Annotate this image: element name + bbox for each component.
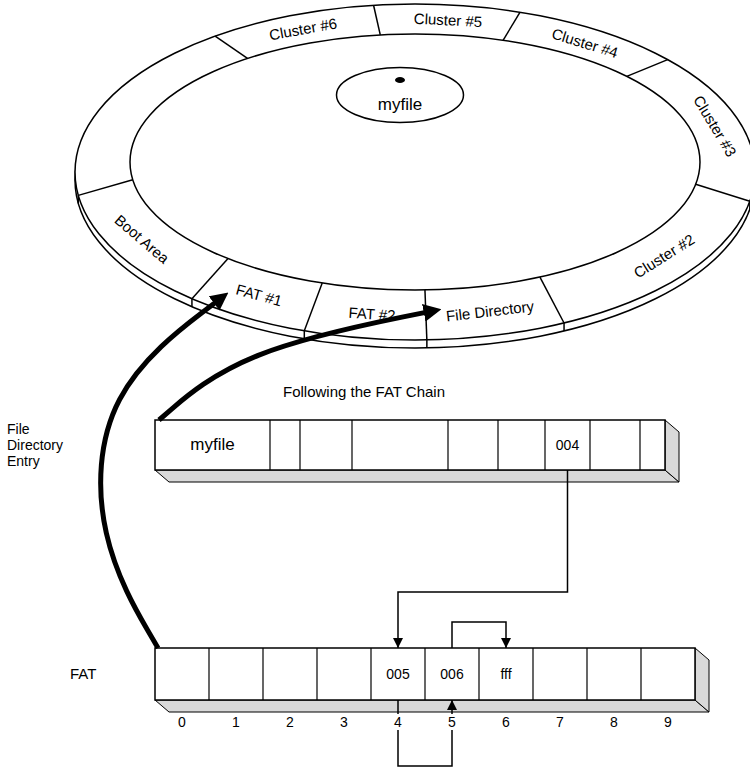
chain-arrow xyxy=(398,700,452,766)
spindle-dot xyxy=(395,77,405,83)
region-dividers xyxy=(78,5,750,348)
file-ellipse: myfile xyxy=(335,66,465,124)
cell-index: 1 xyxy=(229,714,243,730)
record-box xyxy=(155,420,665,470)
cell-divider xyxy=(262,648,263,700)
entry-field: 004 xyxy=(545,420,590,470)
node-label: myfile xyxy=(378,95,422,115)
region-divider xyxy=(304,283,322,331)
table-depth-face xyxy=(155,700,709,712)
field-divider xyxy=(639,420,640,470)
cell-index: 5 xyxy=(445,714,459,730)
disk-region: Cluster #5 xyxy=(409,7,486,32)
node-label: myfile xyxy=(190,435,234,455)
cell-index: 7 xyxy=(553,714,567,730)
cell-divider xyxy=(208,648,209,700)
table-end-face xyxy=(695,648,709,712)
field-divider xyxy=(299,420,300,470)
disk-surface xyxy=(75,4,750,340)
cell-divider xyxy=(424,648,425,700)
node-label: Boot Area xyxy=(111,211,172,267)
disk-region: FAT #2 xyxy=(343,301,399,326)
file-ellipse-outline xyxy=(335,66,465,124)
node-label: FAT #1 xyxy=(234,281,284,310)
region-divider xyxy=(192,259,228,299)
node-label: File Directory xyxy=(446,297,536,324)
node-label: 004 xyxy=(556,437,579,453)
fat-cell: 006 xyxy=(425,648,479,700)
cell-index: 4 xyxy=(391,714,405,730)
region-divider xyxy=(426,340,428,348)
entry-field: myfile xyxy=(155,420,270,470)
region-divider xyxy=(374,5,381,35)
chain-arrow xyxy=(398,470,568,648)
cell-index: 2 xyxy=(283,714,297,730)
field-dividers xyxy=(270,420,640,470)
cell-index: 3 xyxy=(337,714,351,730)
field-divider xyxy=(544,420,545,470)
record-end-face xyxy=(665,420,679,482)
field-divider xyxy=(351,420,352,470)
region-divider xyxy=(78,180,132,196)
node-label: 006 xyxy=(440,666,463,682)
cell-index: 6 xyxy=(499,714,513,730)
node-label: Cluster #6 xyxy=(268,14,338,43)
disk-region: FAT #1 xyxy=(230,278,289,313)
node-label: Cluster #3 xyxy=(690,92,740,159)
node-label: Cluster #4 xyxy=(550,25,620,62)
region-divider xyxy=(215,36,247,58)
cell-index: 8 xyxy=(607,714,621,730)
fat-cell: fff xyxy=(479,648,533,700)
field-divider xyxy=(589,420,590,470)
cell-divider xyxy=(586,648,587,700)
table-box xyxy=(155,648,695,700)
heading-label: FAT xyxy=(70,665,130,682)
disk-region: Cluster #2 xyxy=(626,227,702,286)
disk-region: Cluster #6 xyxy=(264,12,343,47)
region-divider xyxy=(563,323,565,331)
pointer-arrow xyxy=(101,297,223,648)
node-label: Cluster #2 xyxy=(631,231,698,282)
region-divider xyxy=(191,299,193,307)
fat-table: FAT005006fff xyxy=(155,648,695,700)
cell-divider xyxy=(478,648,479,700)
node-label: fff xyxy=(500,666,511,682)
disk-inner-edge xyxy=(130,34,700,290)
node-label: Cluster #5 xyxy=(413,9,482,30)
cell-dividers xyxy=(209,648,641,700)
cell-divider xyxy=(370,648,371,700)
disk-region: File Directory xyxy=(441,294,539,326)
node-label: FAT #2 xyxy=(348,303,396,323)
cell-divider xyxy=(316,648,317,700)
diagram-title: Following the FAT Chain xyxy=(283,383,445,400)
disk-region: Cluster #4 xyxy=(545,21,624,64)
cell-index: 9 xyxy=(661,714,675,730)
cell-divider xyxy=(640,648,641,700)
heading-label: File Directory Entry xyxy=(7,421,79,469)
fat-cell: 005 xyxy=(371,648,425,700)
record-depth-face xyxy=(155,470,679,482)
region-divider xyxy=(503,12,520,40)
file-ellipse-outline xyxy=(337,68,464,123)
chain-arrow xyxy=(452,622,506,648)
node-label: 005 xyxy=(386,666,409,682)
region-divider xyxy=(78,195,80,203)
field-divider xyxy=(497,420,498,470)
pointer-arrow xyxy=(159,311,434,420)
region-divider xyxy=(696,184,750,201)
directory-entry: File Directory Entrymyfile004 xyxy=(155,420,665,470)
field-divider xyxy=(269,420,270,470)
region-divider xyxy=(540,277,564,323)
disk-region: Boot Area xyxy=(107,207,177,271)
cell-divider xyxy=(532,648,533,700)
region-divider xyxy=(749,201,750,209)
cell-index: 0 xyxy=(175,714,189,730)
field-divider xyxy=(447,420,448,470)
disk-region: Cluster #3 xyxy=(686,88,744,164)
region-divider xyxy=(627,60,668,77)
